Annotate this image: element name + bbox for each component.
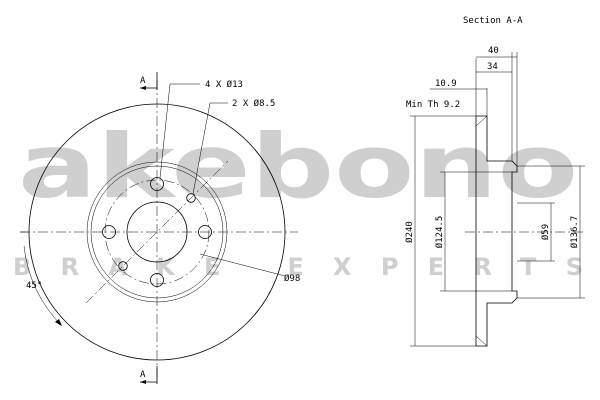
front-view: A A 4 X Ø13 2 X Ø8.5 Ø98 — [20, 72, 300, 384]
arrowhead — [55, 319, 62, 326]
label-outer-diameter: Ø240 — [404, 221, 415, 243]
watermark: akebono BRAKE EXPERTS — [13, 115, 583, 281]
label-angle: 45° — [26, 281, 42, 291]
label-inner-diameter: Ø124.5 — [434, 216, 445, 249]
hatch — [475, 335, 488, 347]
label-pilot-holes: 2 X Ø8.5 — [232, 98, 275, 109]
section-label-top: A — [140, 76, 146, 86]
label-bolt-circle: Ø98 — [284, 273, 300, 284]
angle-arc — [23, 245, 63, 327]
watermark-brand: akebono — [18, 115, 578, 218]
pilot-hole — [186, 193, 196, 203]
label-center-bore: Ø59 — [540, 224, 551, 240]
bolt-hole — [150, 177, 164, 191]
leader-pilot-holes — [192, 102, 228, 195]
leader-bolt-circle — [199, 253, 286, 277]
arrowhead — [140, 86, 146, 90]
bolt-hole — [198, 225, 212, 239]
section-title: Section A-A — [463, 16, 523, 26]
section-view: Section A-A 40 34 10.9 Min Th 9.2 Ø240 — [404, 16, 585, 347]
label-hub-height: 34 — [487, 62, 498, 72]
label-hub-diameter: Ø136.7 — [569, 216, 580, 249]
bolt-circle — [104, 179, 210, 285]
arrowhead — [140, 380, 146, 384]
leader-bolt-holes — [159, 83, 200, 179]
label-total-height: 40 — [488, 46, 499, 56]
pilot-hole — [118, 261, 128, 271]
disc-outer-edge — [28, 103, 286, 361]
bolt-hole — [102, 225, 116, 239]
label-bolt-holes: 4 X Ø13 — [205, 79, 243, 90]
center-bore — [126, 201, 188, 263]
diagonal-centerline — [85, 160, 229, 304]
label-disc-thickness: 10.9 — [435, 79, 457, 89]
section-label-bottom: A — [140, 370, 146, 380]
braking-surface-inner — [86, 161, 228, 303]
bolt-hole — [150, 273, 164, 287]
hatch — [475, 115, 488, 127]
label-min-thickness: Min Th 9.2 — [406, 100, 460, 110]
hub-step — [90, 165, 224, 299]
